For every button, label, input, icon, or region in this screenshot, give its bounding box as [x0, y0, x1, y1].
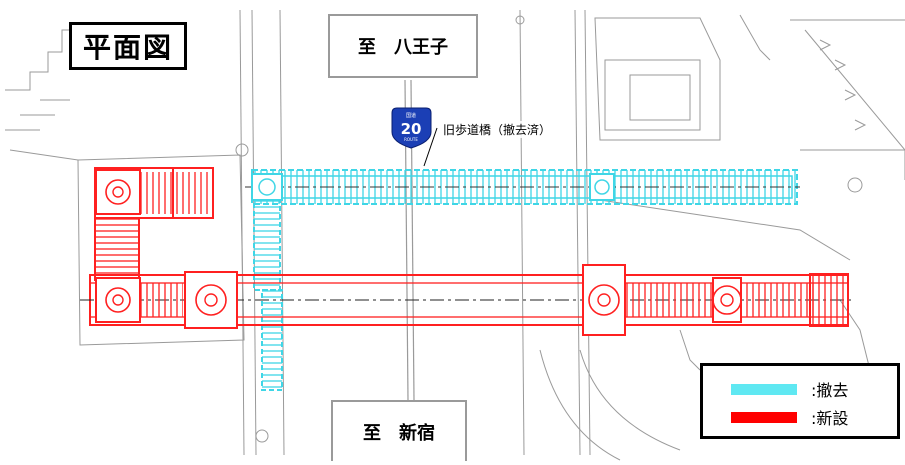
- removed-bridge: [245, 169, 800, 391]
- legend-label-removed: :撤去: [811, 381, 849, 400]
- legend-swatch-new: [731, 411, 797, 423]
- legend: :撤去 :新設: [700, 363, 900, 439]
- route-shield-top: 国道: [406, 112, 416, 119]
- route-shield-bottom: ROUTE: [404, 137, 418, 142]
- legend-item-removed: :撤去: [731, 377, 848, 401]
- annotation-leader: [423, 127, 438, 167]
- destination-south-label: 至 新宿: [331, 400, 467, 461]
- legend-item-new: :新設: [731, 405, 848, 429]
- route-shield-icon: 国道 20 ROUTE: [391, 107, 432, 149]
- base-map: [5, 9, 905, 461]
- legend-label-new: :新設: [811, 409, 849, 428]
- page-title: 平面図: [69, 22, 187, 70]
- route-shield-number: 20: [401, 120, 422, 138]
- new-bridge: [80, 167, 855, 336]
- old-bridge-annotation: 旧歩道橋（撤去済）: [441, 121, 554, 138]
- legend-swatch-removed: [731, 383, 797, 395]
- destination-north-label: 至 八王子: [328, 14, 478, 78]
